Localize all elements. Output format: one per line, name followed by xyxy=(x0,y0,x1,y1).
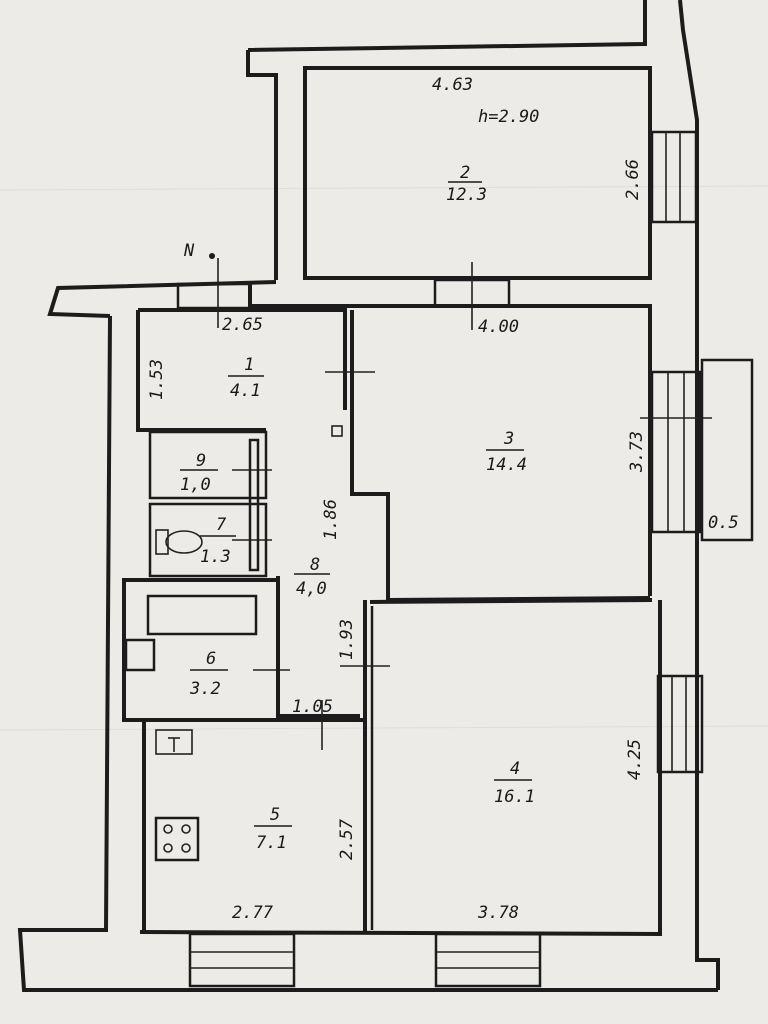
corridor-lower-label: 1.93 xyxy=(337,619,357,660)
room-9-number: 9 xyxy=(196,451,206,471)
room-1-area: 4.1 xyxy=(230,381,261,401)
room-2-number: 2 xyxy=(460,163,470,183)
room-6-number: 6 xyxy=(206,649,216,669)
room-1-number: 1 xyxy=(244,355,254,375)
room-4-width-label: 3.78 xyxy=(477,903,519,923)
room-4-depth-label: 4.25 xyxy=(625,739,645,780)
room-5-walls xyxy=(142,700,365,932)
window-bottom-right xyxy=(434,932,542,988)
corridor-upper-label: 1.86 xyxy=(321,499,341,540)
outer-walls xyxy=(17,0,720,992)
window-room-4 xyxy=(656,674,704,774)
room-4-area: 16.1 xyxy=(494,787,535,807)
room-2-width-label: 4.63 xyxy=(432,75,473,95)
room-2-depth-label: 2.66 xyxy=(623,159,643,200)
window-room-2 xyxy=(650,130,698,224)
corridor-width-label: 1.05 xyxy=(292,697,333,717)
bathroom-block xyxy=(148,430,272,578)
room-5-area: 7.1 xyxy=(256,833,287,853)
room-7-area: 1.3 xyxy=(200,547,231,567)
room-2-area: 12.3 xyxy=(446,185,487,205)
room-2-walls xyxy=(303,66,652,280)
room-1-depth-label: 1.53 xyxy=(147,359,167,400)
window-bottom-left xyxy=(188,932,296,988)
room-5-width-label: 2.77 xyxy=(232,903,274,923)
ceiling-height-label: h=2.90 xyxy=(478,107,539,127)
balcony-depth-label: 0.5 xyxy=(708,513,739,533)
room-6-area: 3.2 xyxy=(189,679,221,699)
room-7-number: 7 xyxy=(216,515,227,535)
stove-icon xyxy=(154,816,200,862)
north-marker: N xyxy=(183,241,195,261)
room-9-area: 1,0 xyxy=(180,475,211,495)
room-8-area: 4,0 xyxy=(296,579,327,599)
room-8-number: 8 xyxy=(310,555,320,575)
room-3-depth-label: 3.73 xyxy=(627,431,647,473)
room-1-width-label: 2.65 xyxy=(222,315,263,335)
room-5-depth-label: 2.57 xyxy=(337,818,357,860)
window-room-3 xyxy=(640,370,712,534)
room-3-width-label: 4.00 xyxy=(478,317,519,337)
paper-background xyxy=(0,185,768,731)
room-4-number: 4 xyxy=(510,759,520,779)
room-3-number: 3 xyxy=(503,429,514,449)
room-5-number: 5 xyxy=(270,805,280,825)
room-3-area: 14.4 xyxy=(486,455,527,475)
balcony xyxy=(700,358,754,542)
